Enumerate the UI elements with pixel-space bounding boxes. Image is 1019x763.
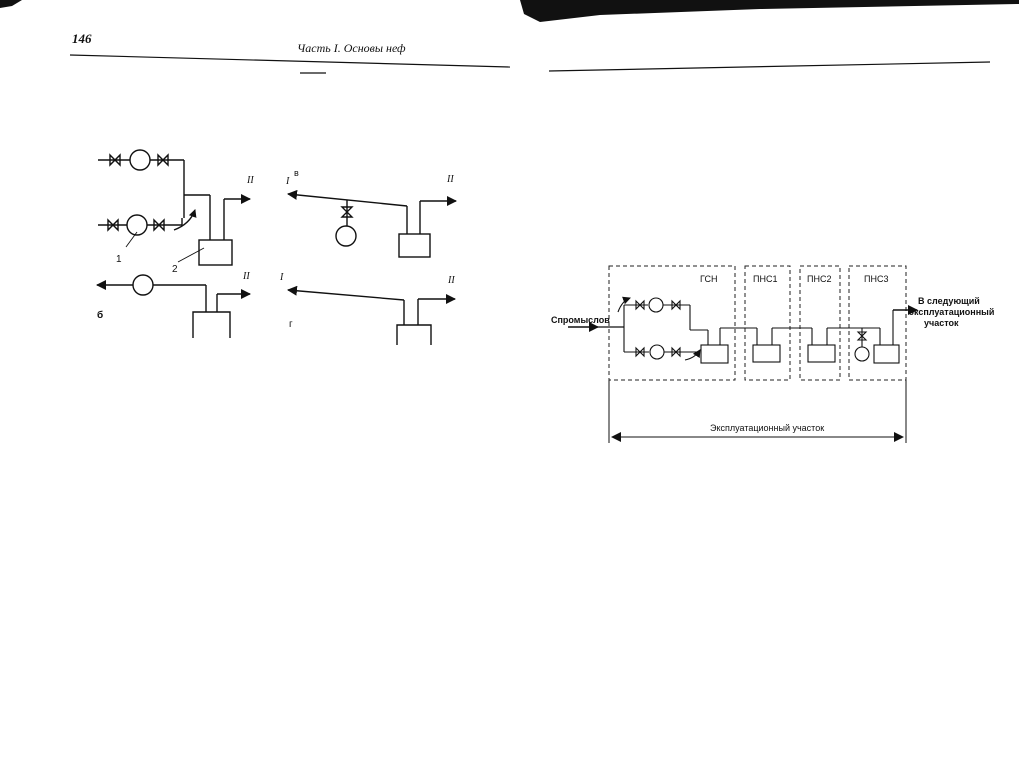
callout-1: 1: [116, 254, 122, 265]
pump-icon: [132, 274, 154, 296]
pipeline-scheme-b: б II: [96, 271, 251, 338]
tank-icon: [873, 344, 900, 364]
tank-icon: [752, 344, 781, 363]
pipeline-section-scheme: ГСН ПНС1 ПНС2 ПНС3 Спромыслов: [551, 265, 994, 443]
output-label-line-1: В следующий: [918, 296, 980, 306]
mark-g-out: II: [447, 275, 455, 286]
tank-icon: [335, 225, 357, 247]
station-box-pns1: [744, 265, 791, 381]
mark-a-out: II: [246, 175, 254, 186]
output-label-line-3: участок: [924, 318, 959, 328]
station-label-pns3: ПНС3: [864, 274, 888, 284]
panel-label-v: в: [294, 168, 299, 178]
valve-icon: [671, 346, 681, 358]
pipeline-scheme-v: в I II: [285, 168, 457, 258]
station-label-pns1: ПНС1: [753, 274, 777, 284]
flow-arrow-icon: [173, 209, 197, 231]
flow-arrow-icon: [617, 296, 631, 313]
callout-2: 2: [172, 264, 178, 275]
tank-icon: [854, 346, 870, 362]
output-label-line-2: эксплуатационный: [909, 307, 994, 317]
pipeline-scheme-g: г I II: [279, 272, 456, 345]
pump-icon: [648, 297, 664, 313]
mark-g-in: I: [279, 272, 284, 283]
tank-icon: [807, 344, 836, 363]
station-label-pns2: ПНС2: [807, 274, 831, 284]
valve-icon: [635, 346, 645, 358]
station-label-gsn: ГСН: [700, 274, 717, 284]
tank-icon: [396, 324, 432, 345]
pump-icon: [129, 149, 151, 171]
pump-icon: [649, 344, 665, 360]
valve-icon: [340, 206, 354, 218]
valve-icon: [635, 299, 645, 311]
mark-b-out: II: [242, 271, 250, 282]
running-head: Часть I. Основы неф: [297, 41, 406, 55]
valve-icon: [153, 218, 165, 232]
station-box-gsn: [608, 265, 736, 381]
left-page: 146 Часть I. Основы неф: [69, 31, 511, 74]
page-number: 146: [72, 31, 92, 46]
valve-icon: [107, 218, 119, 232]
mark-v-in: I: [285, 176, 290, 187]
header-rule: [69, 54, 511, 68]
pipeline-scheme-a: 1 2 II: [98, 149, 254, 275]
panel-label-g: г: [289, 319, 293, 330]
panel-label-b: б: [97, 309, 103, 321]
tank-icon: [398, 233, 431, 258]
valve-icon: [671, 299, 681, 311]
flow-arrow-icon: [684, 349, 701, 361]
valve-icon: [856, 331, 868, 341]
tank-icon: [192, 311, 231, 338]
valve-icon: [109, 153, 121, 167]
valve-icon: [157, 153, 169, 167]
input-label: Спромыслов: [551, 315, 610, 325]
right-header-rule: [548, 61, 991, 72]
section-label: Эксплуатационный участок: [710, 423, 824, 433]
tank-icon: [198, 239, 233, 266]
mark-v-out: II: [446, 174, 454, 185]
scan-edges: [0, 0, 1019, 22]
tank-icon: [700, 344, 729, 364]
station-box-pns3: [848, 265, 907, 381]
